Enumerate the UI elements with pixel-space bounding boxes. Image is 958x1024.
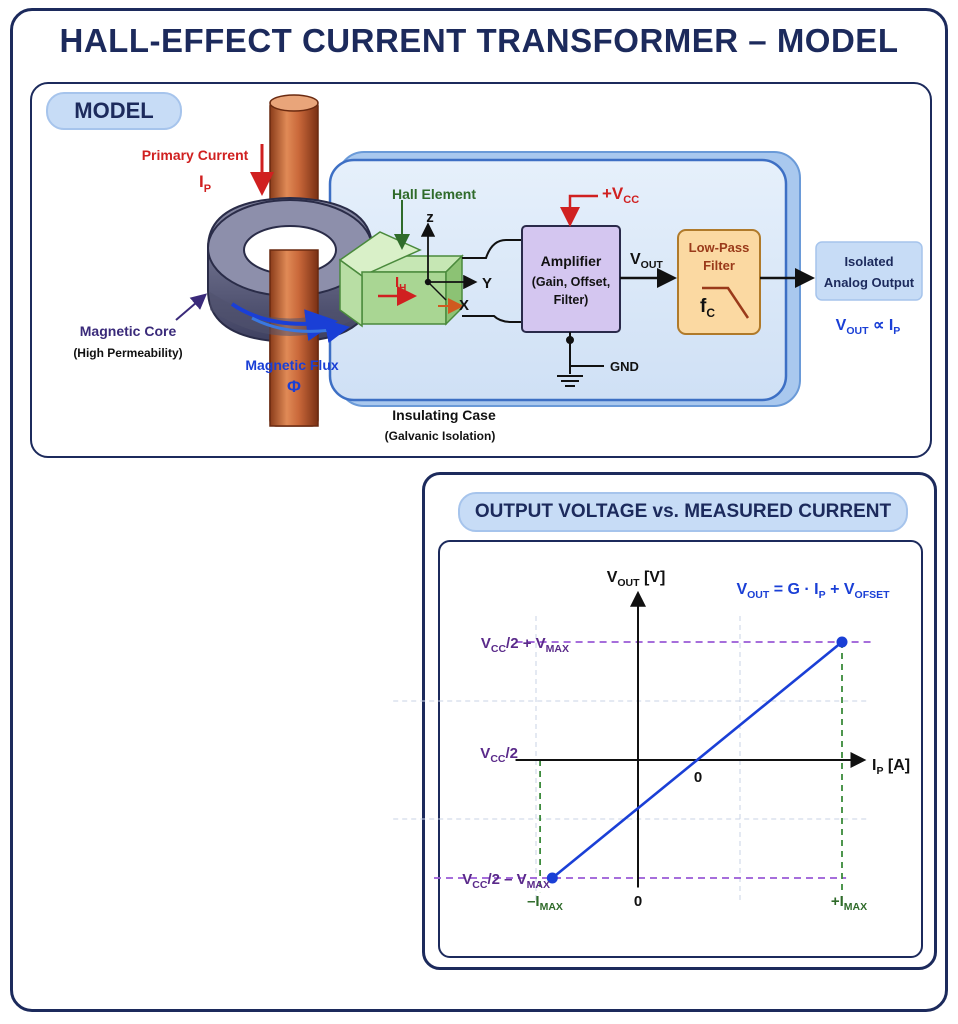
magnetic-flux-label: Magnetic Flux <box>245 357 339 373</box>
graph-badge: OUTPUT VOLTAGE vs. MEASURED CURRENT <box>458 492 908 532</box>
series-point <box>546 872 558 884</box>
magnetic-core-note: (High Permeability) <box>73 346 182 360</box>
amplifier-detail-1: (Gain, Offset, <box>532 275 610 289</box>
magnetic-flux-arrows <box>230 302 350 344</box>
cutoff-label: fC <box>700 296 715 320</box>
axis-z-label: z <box>426 209 434 226</box>
ground-symbol <box>557 332 604 387</box>
hall-element-label: Hall Element <box>392 186 476 202</box>
supply-label: +VCC <box>602 184 639 206</box>
signal-wires <box>462 239 523 323</box>
y-axis-label: VOUT [V] <box>607 569 666 589</box>
transfer-equation: VOUT = G · IP + VOFSET <box>736 581 890 601</box>
page-title: HALL-EFFECT CURRENT TRANSFORMER – MODEL <box>59 22 899 59</box>
y-tick-label: VCC/2 + VMAX <box>481 635 569 655</box>
primary-current-label: Primary Current <box>142 147 249 163</box>
model-badge: MODEL <box>46 92 182 130</box>
conductor-front <box>269 249 319 427</box>
magnetic-flux-symbol: Φ <box>287 377 301 396</box>
low-pass-filter-block <box>677 229 761 335</box>
magnetic-core-label: Magnetic Core <box>80 323 177 339</box>
insulating-case-note: (Galvanic Isolation) <box>385 429 496 443</box>
conductor-top <box>269 94 319 112</box>
low-pass-label-2: Filter <box>703 258 735 273</box>
chart-grid <box>393 616 867 902</box>
supply-wire <box>560 194 598 227</box>
ground-label: GND <box>610 359 639 374</box>
low-pass-label-1: Low-Pass <box>689 240 750 255</box>
axis-y-label: Y <box>482 275 492 292</box>
axis-x-label: X <box>459 297 469 314</box>
proportional-relation: VOUT ∝ IP <box>836 317 901 337</box>
hall-axes <box>378 222 478 314</box>
amplifier-detail-2: Filter) <box>554 293 589 307</box>
x-axis-label: IP [A] <box>872 757 910 777</box>
x-tick-label: –IMAX <box>527 893 563 913</box>
model-panel <box>30 82 932 458</box>
x-tick-label: +IMAX <box>831 893 867 913</box>
graph-panel <box>422 472 937 970</box>
origin-label-y: 0 <box>634 893 642 910</box>
filter-response-icon <box>702 286 750 319</box>
output-label-1: Isolated <box>844 254 893 269</box>
plot-panel <box>438 540 923 958</box>
chart-guides <box>434 641 871 893</box>
vout-label: VOUT <box>630 251 663 271</box>
primary-current-symbol: IP <box>199 172 211 195</box>
core-pointer <box>175 293 208 321</box>
output-block <box>815 241 923 301</box>
chart-series <box>546 636 848 884</box>
y-tick-label: VCC/2 <box>480 745 518 765</box>
output-label-2: Analog Output <box>824 275 915 290</box>
origin-label-x: 0 <box>694 769 702 786</box>
amplifier-label: Amplifier <box>541 253 602 269</box>
y-tick-label: VCC/2 – VMAX <box>462 871 550 891</box>
series-point <box>836 636 848 648</box>
insulating-case-label: Insulating Case <box>392 407 496 423</box>
series-line <box>551 640 843 880</box>
outer-frame <box>10 8 948 1012</box>
hall-current-label: IH <box>395 274 406 294</box>
